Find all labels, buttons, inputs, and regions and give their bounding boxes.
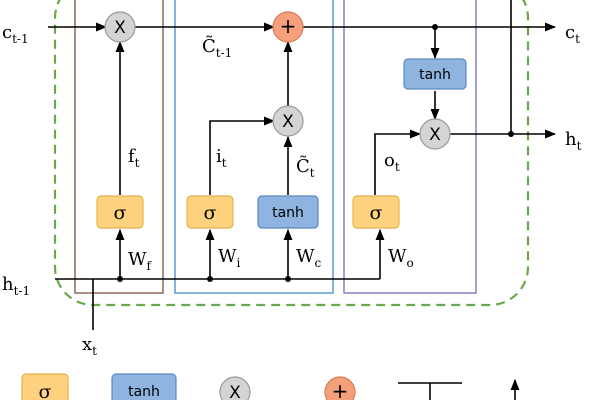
legend-copy-line-icon	[398, 382, 462, 400]
svg-text:tanh: tanh	[128, 384, 160, 400]
lstm-cell-boundary	[53, 0, 530, 307]
output-tanh-box: tanh	[403, 58, 467, 90]
output-multiply-node: X	[419, 118, 451, 150]
input-gate-frame	[174, 0, 334, 294]
legend-sigma: σ	[21, 373, 69, 400]
forget-gate-frame	[74, 0, 164, 294]
label-w-o: Wo	[388, 246, 414, 270]
label-w-i: Wi	[218, 246, 241, 270]
svg-text:tanh: tanh	[419, 67, 451, 83]
svg-text:tanh: tanh	[272, 205, 304, 221]
input-sigma-box: σ	[186, 195, 234, 229]
label-h-t: ht	[565, 129, 582, 153]
label-w-f: Wf	[128, 249, 153, 273]
svg-text:X: X	[282, 112, 294, 132]
output-sigma-box: σ	[352, 195, 400, 229]
output-gate-frame	[343, 0, 477, 294]
svg-text:+: +	[280, 14, 297, 38]
label-c-t: ct	[565, 22, 580, 46]
svg-text:X: X	[429, 125, 441, 145]
label-w-c: Wc	[296, 246, 322, 270]
svg-text:X: X	[229, 383, 241, 400]
legend: σ tanh X +	[21, 373, 520, 400]
svg-text:+: +	[332, 379, 349, 400]
label-c-prev: ct-1	[2, 22, 29, 46]
cell-add-node: +	[272, 11, 304, 43]
label-f-t: ft	[128, 146, 140, 170]
svg-text:σ: σ	[204, 202, 217, 224]
svg-text:σ: σ	[39, 381, 52, 400]
label-x-t: xt	[82, 334, 97, 358]
label-c-tilde-t: C̃t	[296, 155, 315, 180]
junction-dot	[285, 276, 291, 282]
legend-multiply: X	[219, 376, 251, 400]
junction-dot	[207, 276, 213, 282]
junction-dot	[117, 276, 123, 282]
forget-multiply-node: X	[104, 11, 136, 43]
wire-sigma-o-to-mult	[374, 129, 422, 195]
junction-dot	[508, 131, 514, 137]
legend-tanh: tanh	[111, 373, 177, 400]
svg-text:X: X	[114, 18, 126, 38]
svg-text:σ: σ	[370, 202, 383, 224]
label-o-t: ot	[384, 150, 400, 174]
candidate-tanh-box: tanh	[257, 195, 319, 229]
label-i-t: it	[216, 146, 227, 170]
legend-add: +	[324, 376, 356, 400]
svg-text:σ: σ	[114, 202, 127, 224]
input-multiply-node: X	[272, 105, 304, 137]
forget-sigma-box: σ	[96, 195, 144, 229]
wire-sigma-i-to-mult	[209, 116, 276, 195]
label-c-tilde-prev: C̃t-1	[202, 35, 232, 60]
label-h-prev: ht-1	[2, 274, 30, 298]
junction-dot	[432, 24, 438, 30]
